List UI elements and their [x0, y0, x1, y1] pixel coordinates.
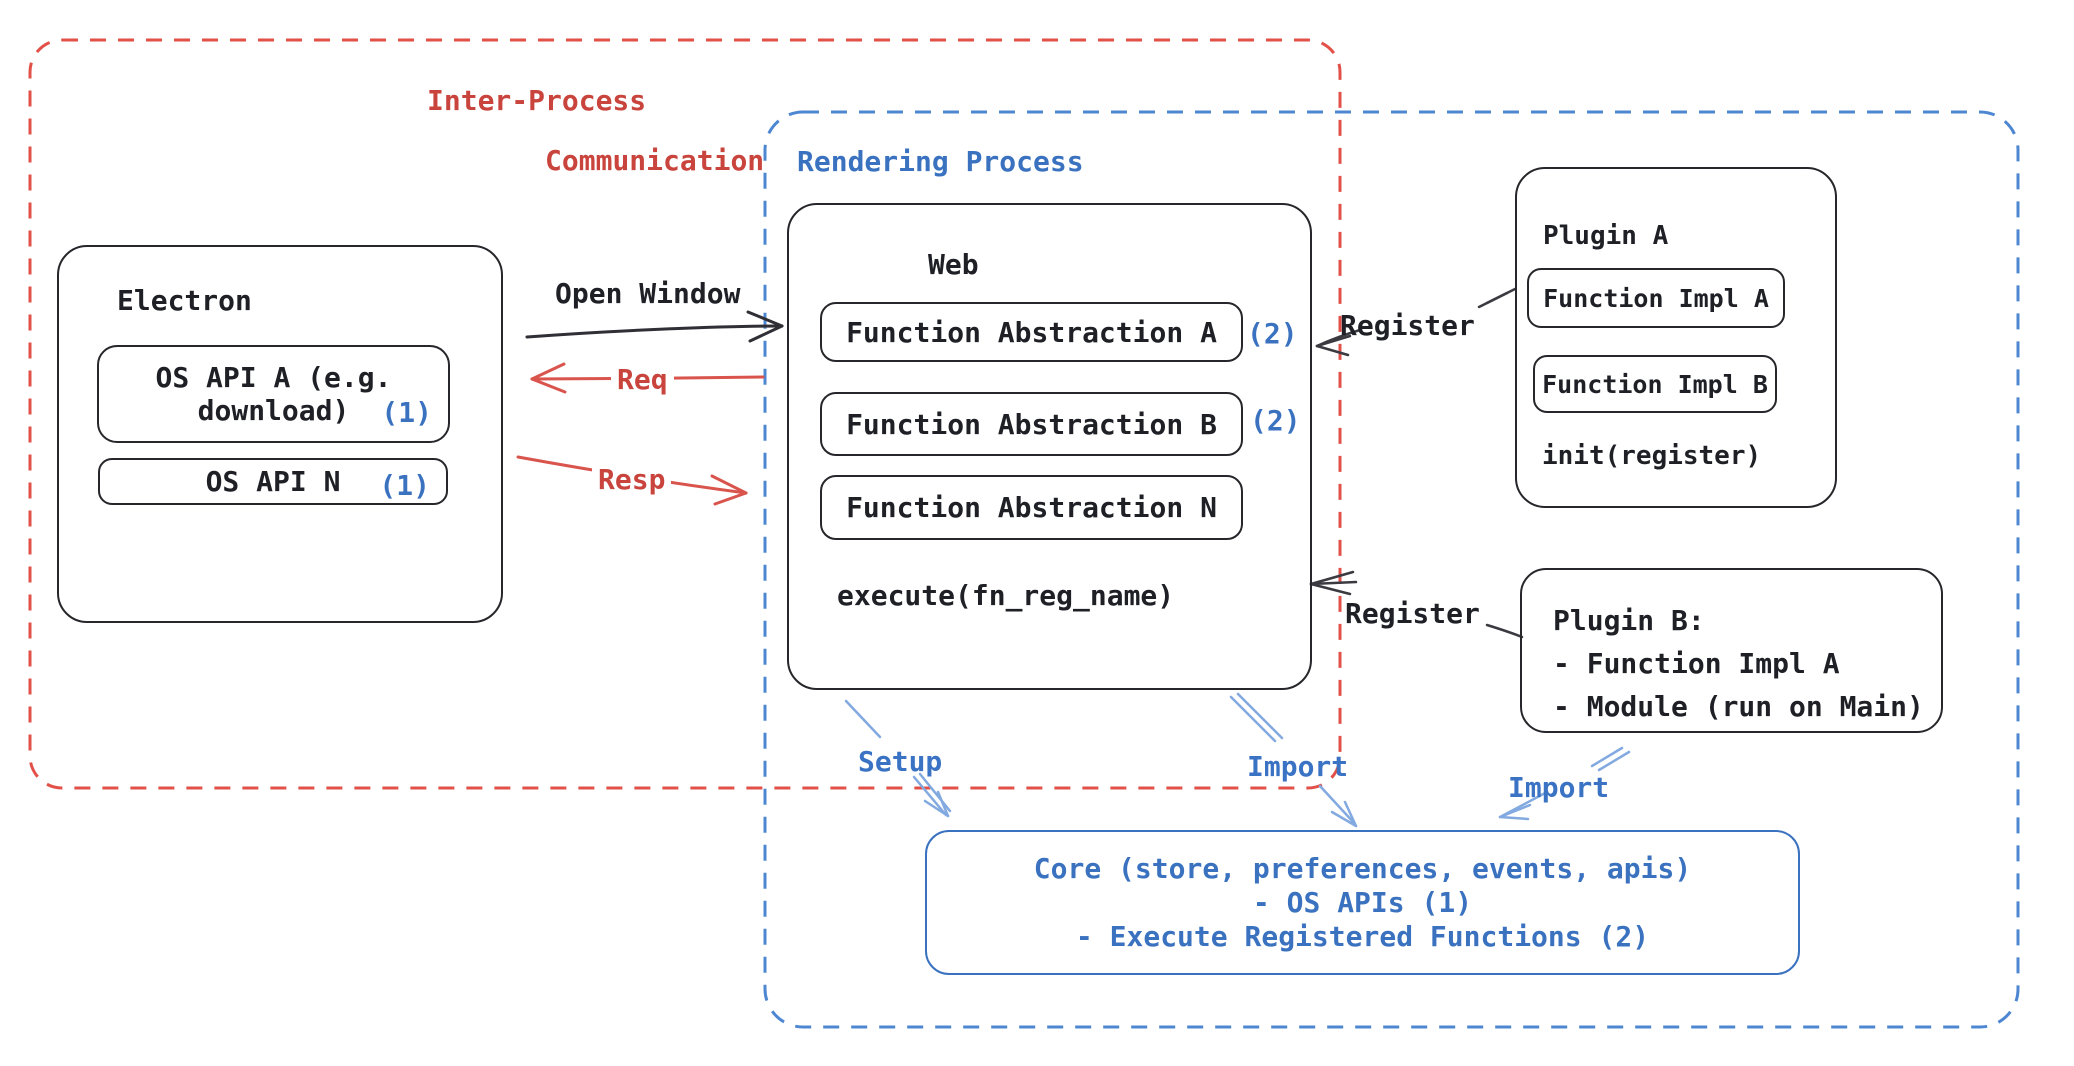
plugin-a-title: Plugin A	[1543, 221, 1669, 251]
web-box	[787, 203, 1312, 690]
core-line2: - OS APIs (1)	[1252, 885, 1473, 919]
import-web-label: Import	[1247, 750, 1349, 783]
import-plugin-arrow	[1498, 746, 1631, 821]
plugin-a-box	[1515, 167, 1837, 508]
open-window-arrow	[525, 310, 784, 343]
plugin-a-impl-a-box: Function Impl A	[1527, 268, 1785, 328]
plugin-a-impl-b-label: Function Impl B	[1542, 369, 1768, 399]
plugin-a-init-label: init(register)	[1542, 441, 1762, 471]
import-web-arrow	[1229, 692, 1358, 828]
register-a-arrow	[1315, 287, 1517, 357]
os-api-a-ref: (1)	[381, 396, 432, 429]
rendering-region-outline	[763, 110, 2020, 1029]
core-line3: - Execute Registered Functions (2)	[1075, 919, 1650, 953]
fn-abstraction-a-label: Function Abstraction A	[846, 315, 1217, 349]
ipc-label-line2: Communication	[545, 144, 765, 177]
import-plugin-label: Import	[1508, 771, 1610, 804]
fn-abstraction-n-label: Function Abstraction N	[846, 491, 1217, 524]
plugin-a-impl-a-label: Function Impl A	[1543, 283, 1769, 313]
req-label: Req	[611, 364, 674, 396]
electron-box	[57, 245, 503, 623]
os-api-n-ref: (1)	[379, 469, 430, 502]
register-b-label: Register	[1345, 597, 1480, 630]
electron-title: Electron	[117, 284, 252, 317]
plugin-b-line2: - Function Impl A	[1553, 647, 1840, 680]
fn-abstraction-b-label: Function Abstraction B	[846, 407, 1217, 441]
fn-abstraction-b-box: Function Abstraction B	[820, 392, 1243, 456]
os-api-n-box: OS API N (1)	[98, 458, 448, 505]
ipc-label-line1: Inter-Process	[427, 84, 647, 117]
register-b-arrow	[1309, 570, 1524, 639]
plugin-b-line3: - Module (run on Main)	[1553, 690, 1924, 723]
fn-abstraction-a-box: Function Abstraction A	[820, 302, 1243, 362]
core-text: Core (store, preferences, events, apis)-…	[1034, 852, 1691, 954]
rendering-region-label: Rendering Process	[797, 145, 1084, 178]
fn-abstraction-b-ref: (2)	[1250, 404, 1301, 437]
os-api-a-line2: download)	[197, 394, 350, 427]
fn-abstraction-n-box: Function Abstraction N	[820, 475, 1243, 540]
core-box: Core (store, preferences, events, apis)-…	[925, 830, 1800, 975]
ipc-region-outline	[28, 38, 1342, 790]
resp-label: Resp	[592, 464, 672, 496]
plugin-b-text: Plugin B: - Function Impl A - Module (run …	[1553, 599, 1924, 728]
core-line1: Core (store, preferences, events, apis)	[1033, 851, 1692, 885]
plugin-b-line1: Plugin B:	[1553, 604, 1705, 637]
os-api-a-line1: OS API A (e.g.	[155, 361, 392, 394]
ipc-region-label: Inter-Process Communication	[427, 86, 764, 176]
plugin-b-box	[1520, 568, 1943, 733]
open-window-label: Open Window	[555, 277, 741, 310]
register-a-label: Register	[1340, 309, 1475, 342]
os-api-a-box: OS API A (e.g. download) (1)	[97, 345, 450, 443]
setup-label: Setup	[858, 745, 943, 778]
setup-arrow	[844, 699, 952, 818]
fn-abstraction-a-ref: (2)	[1247, 317, 1298, 350]
execute-label: execute(fn_reg_name)	[837, 579, 1175, 612]
plugin-a-impl-b-box: Function Impl B	[1533, 355, 1777, 413]
os-api-n-label: OS API N	[205, 465, 341, 498]
web-title: Web	[928, 248, 979, 281]
